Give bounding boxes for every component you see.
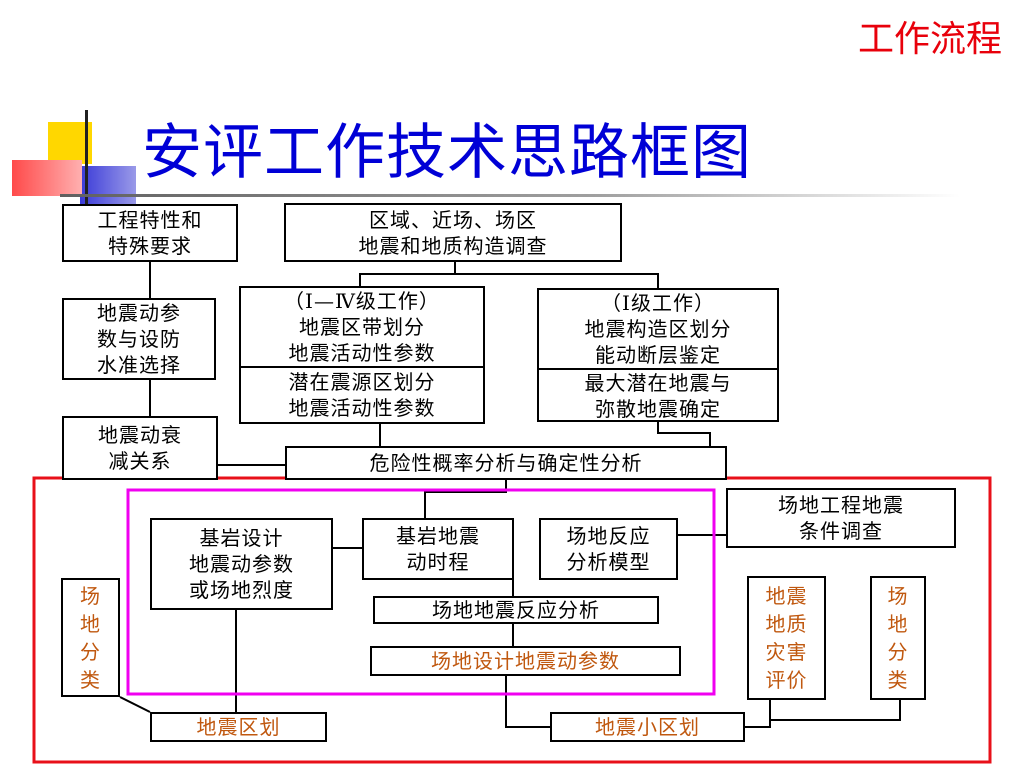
box-line: 场地地震反应分析 (432, 598, 600, 622)
box-level-1-4-top: （Ⅰ—Ⅳ级工作） 地震区带划分 地震活动性参数 (241, 288, 483, 366)
box-line: 分析模型 (566, 550, 651, 574)
box-line: 弥散地震确定 (595, 397, 721, 421)
box-line: 场地工程地震 (778, 493, 904, 517)
box-line: （Ⅰ级工作） (601, 291, 715, 315)
box-regional-survey: 区域、近场、场区 地震和地质构造调查 (284, 203, 622, 262)
box-line: 地震动参 (97, 301, 181, 325)
box-line: 动时程 (406, 550, 470, 574)
box-line: 地 (887, 612, 909, 636)
page-title: 安评工作技术思路框图 (142, 118, 752, 188)
box-line: 地震活动性参数 (288, 341, 436, 365)
deco-red-square (12, 160, 82, 196)
box-line: 地震构造区划分 (584, 317, 732, 341)
box-line: 地震 (765, 584, 808, 608)
box-line: 水准选择 (97, 353, 181, 377)
box-level-1-4: （Ⅰ—Ⅳ级工作） 地震区带划分 地震活动性参数 潜在震源区划分 地震活动性参数 (239, 286, 485, 424)
box-bedrock-parameters: 基岩设计 地震动参数 或场地烈度 (150, 518, 333, 610)
box-engineering-characteristics: 工程特性和 特殊要求 (62, 204, 238, 262)
box-line: 地震区划 (196, 715, 281, 739)
box-level-1-4-bottom: 潜在震源区划分 地震活动性参数 (241, 368, 483, 422)
box-line: 地震动参数 (189, 552, 294, 576)
box-line: 潜在震源区划分 (288, 370, 436, 394)
box-line: 地震活动性参数 (288, 396, 436, 420)
box-geological-hazard: 地震 地质 灾害 评价 (747, 576, 826, 700)
box-line: 条件调查 (799, 519, 883, 543)
box-site-response: 场地地震反应分析 (373, 596, 659, 624)
box-attenuation: 地震动衰 减关系 (62, 416, 218, 480)
box-seismic-zoning: 地震区划 (150, 712, 327, 742)
box-site-classification-right: 场 地 分 类 (870, 576, 926, 700)
box-seismic-micro-zoning: 地震小区划 (550, 712, 745, 742)
box-line: 类 (80, 667, 101, 692)
box-line: 能动断层鉴定 (595, 343, 721, 367)
box-line: 工程特性和 (97, 208, 203, 232)
box-line: 减关系 (108, 449, 172, 473)
box-line: 地震和地质构造调查 (358, 233, 548, 258)
box-level-1-bottom: 最大潜在地震与 弥散地震确定 (539, 370, 777, 422)
box-line: 地震小区划 (595, 715, 700, 739)
box-line: 灾害 (765, 640, 808, 664)
box-line: 特殊要求 (108, 234, 192, 258)
box-bedrock-time-history: 基岩地震 动时程 (362, 518, 514, 580)
box-line: 区域、近场、场区 (369, 207, 537, 232)
box-line: 分 (80, 639, 101, 664)
box-divider (539, 368, 777, 370)
box-line: 基岩地震 (396, 524, 480, 548)
box-parameter-selection: 地震动参 数与设防 水准选择 (62, 298, 216, 380)
box-line: 基岩设计 (199, 526, 284, 550)
box-line: 场 (80, 583, 101, 608)
box-line: 地震区带划分 (299, 315, 425, 339)
deco-blue-square (80, 166, 136, 210)
box-line: 数与设防 (97, 327, 181, 351)
box-site-survey: 场地工程地震 条件调查 (726, 488, 956, 548)
box-line: 或场地烈度 (189, 578, 294, 602)
box-line: 类 (887, 668, 909, 692)
box-line: 最大潜在地震与 (584, 371, 732, 395)
box-hazard-analysis: 危险性概率分析与确定性分析 (285, 446, 727, 480)
box-line: 场 (887, 584, 909, 608)
box-level-1-top: （Ⅰ级工作） 地震构造区划分 能动断层鉴定 (539, 290, 777, 368)
box-line: 地质 (765, 612, 808, 636)
box-line: 场地设计地震动参数 (431, 649, 620, 673)
box-level-1: （Ⅰ级工作） 地震构造区划分 能动断层鉴定 最大潜在地震与 弥散地震确定 (537, 288, 779, 422)
title-underline (60, 194, 960, 197)
box-site-model: 场地反应 分析模型 (539, 518, 678, 580)
box-line: 分 (887, 640, 909, 664)
box-line: 评价 (765, 668, 808, 692)
box-divider (241, 366, 483, 368)
box-line: （Ⅰ—Ⅳ级工作） (284, 289, 440, 313)
deco-vertical-bar (85, 110, 88, 218)
section-label: 工作流程 (857, 19, 1002, 60)
box-line: 危险性概率分析与确定性分析 (369, 451, 643, 475)
box-line: 场地反应 (566, 524, 651, 548)
deco-yellow-square (48, 122, 92, 164)
box-site-classification-left: 场 地 分 类 (61, 578, 120, 697)
box-site-design-parameters: 场地设计地震动参数 (370, 646, 681, 676)
box-line: 地 (80, 611, 101, 636)
box-line: 地震动衰 (98, 423, 182, 447)
